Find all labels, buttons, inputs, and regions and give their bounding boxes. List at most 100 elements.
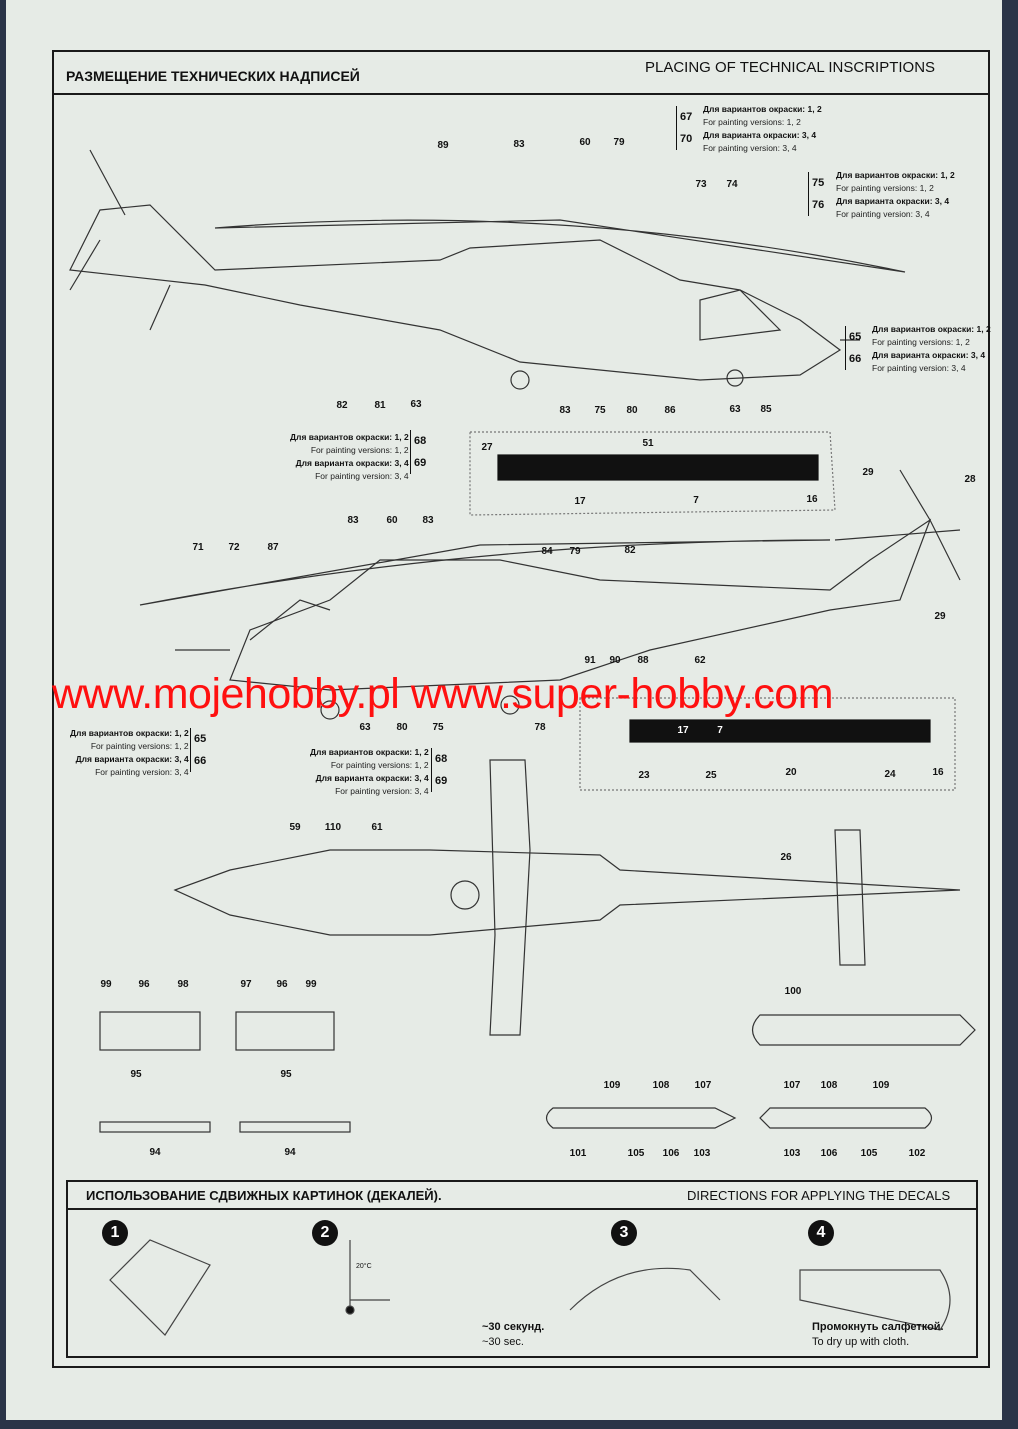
- watermark: www.mojehobby.pl www.super-hobby.com: [52, 670, 834, 718]
- callout: 75: [594, 405, 606, 416]
- callout: 51: [642, 438, 654, 449]
- callout: 27: [481, 442, 493, 453]
- callout: 24: [884, 769, 896, 780]
- callout: 17: [677, 725, 689, 736]
- side-view-left: [69, 149, 906, 390]
- callout: 28: [964, 474, 976, 485]
- callout: 107: [694, 1080, 712, 1091]
- callout: 96: [138, 979, 150, 990]
- callout: 99: [100, 979, 112, 990]
- callout: 60: [579, 137, 591, 148]
- callout: 63: [729, 404, 741, 415]
- title-en: PLACING OF TECHNICAL INSCRIPTIONS: [645, 59, 936, 76]
- callout: 107: [783, 1080, 801, 1091]
- callout: 62: [694, 655, 706, 666]
- callout: 108: [652, 1080, 670, 1091]
- callout: 78: [534, 722, 546, 733]
- callout: 109: [603, 1080, 621, 1091]
- callout: 96: [276, 979, 288, 990]
- header-divider: [52, 93, 990, 95]
- callout: 71: [192, 542, 204, 553]
- callout: 102: [908, 1148, 926, 1159]
- callout: 20: [785, 767, 797, 778]
- callout: 29: [862, 467, 874, 478]
- callout: 82: [336, 400, 348, 411]
- temperature-label: 20°C: [356, 1263, 372, 1270]
- step-number: 4: [808, 1220, 834, 1246]
- directions-divider: [66, 1208, 978, 1210]
- callout: 29: [934, 611, 946, 622]
- directions-illustrations: [109, 1239, 951, 1336]
- callout: 16: [932, 767, 944, 778]
- callout: 94: [284, 1147, 296, 1158]
- callout: 84: [541, 546, 553, 557]
- callout: 106: [820, 1148, 838, 1159]
- callout: 74: [726, 179, 738, 190]
- callout: 99: [305, 979, 317, 990]
- callout: 101: [569, 1148, 587, 1159]
- callout: 7: [693, 495, 699, 506]
- callout: 16: [806, 494, 818, 505]
- callout: 73: [695, 179, 707, 190]
- callout: 80: [396, 722, 408, 733]
- callout: 100: [784, 986, 802, 997]
- callout: 72: [228, 542, 240, 553]
- step-number: 3: [611, 1220, 637, 1246]
- callout: 90: [609, 655, 621, 666]
- side-view-right: [139, 469, 961, 720]
- callout: 63: [359, 722, 371, 733]
- callout: 103: [783, 1148, 801, 1159]
- callout: 79: [613, 137, 625, 148]
- directions-title-ru: ИСПОЛЬЗОВАНИЕ СДВИЖНЫХ КАРТИНОК (ДЕКАЛЕЙ…: [86, 1188, 442, 1203]
- directions-title-en: DIRECTIONS FOR APPLYING THE DECALS: [687, 1188, 951, 1203]
- callout: 26: [780, 852, 792, 863]
- directions-box: [66, 1180, 978, 1358]
- callout: 103: [693, 1148, 711, 1159]
- step-number: 1: [102, 1220, 128, 1246]
- callout: 105: [860, 1148, 878, 1159]
- callout: 83: [559, 405, 571, 416]
- callout: 97: [240, 979, 252, 990]
- callout: 91: [584, 655, 596, 666]
- callout: 81: [374, 400, 386, 411]
- callout: 98: [177, 979, 189, 990]
- callout: 25: [705, 770, 717, 781]
- pylons-and-pods: [99, 1011, 976, 1133]
- callout: 85: [760, 404, 772, 415]
- step2-caption: ~30 секунд.~30 sec.: [482, 1321, 545, 1348]
- title-ru: РАЗМЕЩЕНИЕ ТЕХНИЧЕСКИХ НАДПИСЕЙ: [66, 68, 360, 84]
- callout: 83: [347, 515, 359, 526]
- callout: 59: [289, 822, 301, 833]
- callout: 95: [130, 1069, 142, 1080]
- callout: 105: [627, 1148, 645, 1159]
- callout: 7: [717, 725, 723, 736]
- callout: 83: [422, 515, 434, 526]
- callout: 87: [267, 542, 279, 553]
- step-number: 2: [312, 1220, 338, 1246]
- callout: 83: [513, 139, 525, 150]
- callout: 63: [410, 399, 422, 410]
- callout: 106: [662, 1148, 680, 1159]
- callout: 110: [324, 822, 342, 833]
- content-frame: [52, 50, 990, 1368]
- callout: 17: [574, 496, 586, 507]
- top-view: [173, 759, 961, 1036]
- callout: 61: [371, 822, 383, 833]
- callout: 89: [437, 140, 449, 151]
- callout: 79: [569, 546, 581, 557]
- callout: 94: [149, 1147, 161, 1158]
- callout: 82: [624, 545, 636, 556]
